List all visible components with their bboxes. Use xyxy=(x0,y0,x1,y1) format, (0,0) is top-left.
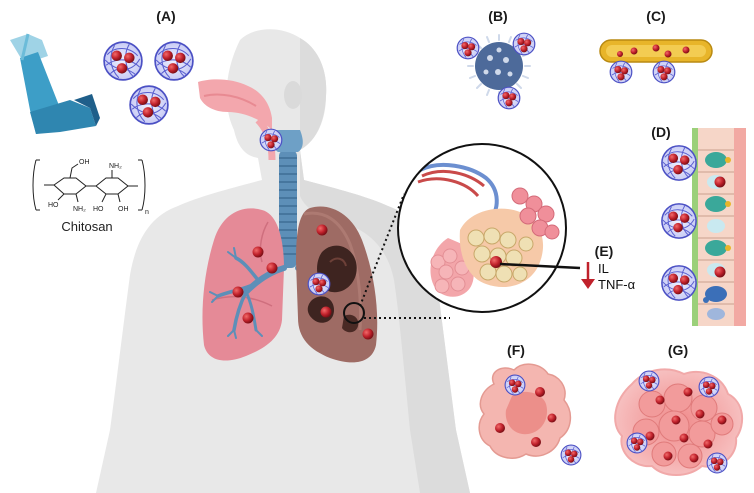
drug-particles-lungs xyxy=(232,224,374,340)
down-arrow-icon xyxy=(581,262,595,289)
chitosan-oh-1: OH xyxy=(79,159,90,166)
panel-label-a: (A) xyxy=(156,8,175,24)
marker-tnf: TNF-α xyxy=(598,277,636,292)
nanoparticle-f2 xyxy=(560,444,582,466)
panel-label-e: (E) xyxy=(595,243,614,259)
chitosan-nh2-2: NH₂ xyxy=(73,206,86,213)
nanoparticle-g1 xyxy=(638,370,660,392)
macrophage-cell xyxy=(478,363,572,459)
chitosan-structure xyxy=(32,159,146,211)
chitosan-n: n xyxy=(145,209,149,216)
nanoparticle-a2 xyxy=(154,41,194,81)
nanoparticle-a1 xyxy=(103,41,143,81)
chitosan-label: Chitosan xyxy=(61,219,112,234)
panel-label-b: (B) xyxy=(488,8,507,24)
bacterium xyxy=(599,39,713,63)
lung-left xyxy=(202,208,284,361)
nanoparticle-b2 xyxy=(512,32,536,56)
nanoparticle-d1 xyxy=(661,145,697,181)
nanoparticle-d2 xyxy=(661,203,697,239)
nanoparticle-c1 xyxy=(609,60,633,84)
nanoparticle-lung xyxy=(307,272,331,296)
nanoparticle-f1 xyxy=(504,374,526,396)
nanoparticle-g2 xyxy=(698,376,720,398)
virus-particle xyxy=(467,34,531,98)
nanoparticle-b3 xyxy=(497,86,521,110)
panel-label-g: (G) xyxy=(668,342,688,358)
epithelium xyxy=(692,128,746,326)
nanoparticle-a3 xyxy=(129,85,169,125)
zoom-indicator xyxy=(343,193,450,324)
marker-il: IL xyxy=(598,261,609,276)
panel-label-f: (F) xyxy=(507,342,525,358)
chitosan-oh-2: OH xyxy=(118,206,129,213)
inhaler-icon xyxy=(10,33,100,134)
nanoparticle-c2 xyxy=(652,60,676,84)
chitosan-ho-1: HO xyxy=(48,202,59,209)
nanoparticle-throat xyxy=(259,128,283,152)
alveoli-magnified xyxy=(397,143,581,313)
chitosan-ho-2: HO xyxy=(93,206,104,213)
chitosan-nh2-1: NH₂ xyxy=(109,163,122,170)
panel-label-c: (C) xyxy=(646,8,665,24)
trachea xyxy=(273,130,303,268)
nanoparticle-g4 xyxy=(706,452,728,474)
nanoparticle-d3 xyxy=(661,265,697,301)
panel-label-d: (D) xyxy=(651,124,670,140)
nanoparticle-g3 xyxy=(626,432,648,454)
nanoparticle-b1 xyxy=(456,36,480,60)
